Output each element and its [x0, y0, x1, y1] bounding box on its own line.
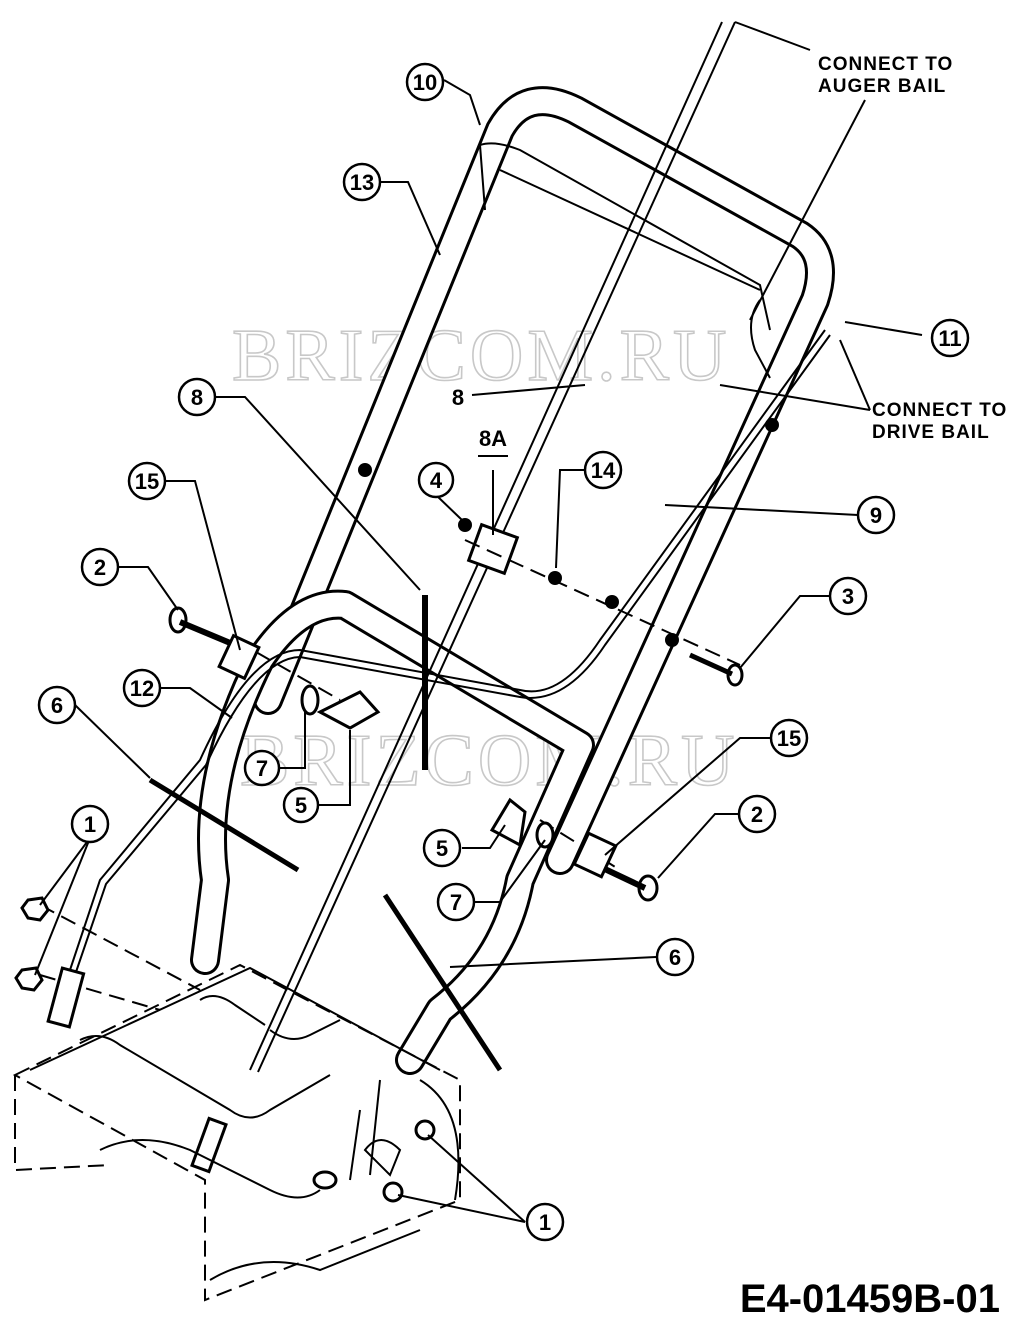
callout-15-left: 15 [127, 461, 167, 501]
svg-text:13: 13 [350, 170, 374, 195]
drive-cable [69, 329, 826, 971]
callout-9: 9 [856, 495, 896, 535]
drawing-code: E4-01459B-01 [740, 1277, 1000, 1321]
leader-lines [34, 21, 923, 1223]
svg-text:11: 11 [938, 326, 961, 351]
frame-housing [12, 963, 461, 1302]
spacer-right [572, 831, 618, 879]
svg-text:15: 15 [777, 726, 801, 751]
svg-text:2: 2 [751, 802, 763, 827]
svg-text:DRIVE BAIL: DRIVE BAIL [872, 422, 990, 443]
callout-15-right: 15 [769, 718, 809, 758]
svg-text:4: 4 [430, 468, 443, 493]
callout-5-left: 5 [282, 786, 320, 824]
watermark-top: BRIZCOM.RU [232, 315, 730, 397]
callout-5-right: 5 [422, 828, 462, 868]
callout-13: 13 [342, 162, 382, 202]
callout-3: 3 [828, 576, 868, 616]
svg-text:8: 8 [191, 385, 203, 410]
svg-text:1: 1 [539, 1210, 551, 1235]
note-auger-bail: CONNECT TO AUGER BAIL [818, 54, 953, 97]
lower-handle [190, 589, 595, 1075]
handle-knob-left [300, 684, 381, 730]
nut-14 [548, 571, 562, 585]
svg-text:1: 1 [84, 812, 96, 837]
callout-12: 12 [122, 668, 162, 708]
cable-guide-8a [466, 522, 520, 576]
note-drive-bail: CONNECT TO DRIVE BAIL [872, 400, 1007, 443]
svg-text:9: 9 [870, 503, 882, 528]
svg-text:CONNECT TO: CONNECT TO [818, 54, 953, 75]
svg-text:8: 8 [452, 385, 464, 410]
svg-text:5: 5 [436, 836, 448, 861]
auger-bail-rod [479, 142, 771, 331]
svg-text:7: 7 [256, 756, 268, 781]
svg-text:AUGER BAIL: AUGER BAIL [818, 76, 946, 97]
svg-text:6: 6 [669, 945, 681, 970]
callout-8-cable: 8 [452, 385, 464, 410]
nut-4 [458, 518, 472, 532]
svg-text:10: 10 [413, 70, 437, 95]
callout-2-left: 2 [80, 547, 120, 587]
upper-handle [253, 86, 835, 875]
callout-8a: 8A [478, 426, 508, 457]
carriage-bolt-left [168, 606, 237, 648]
callout-11: 11 [930, 318, 970, 358]
callout-7-left: 7 [243, 749, 281, 787]
callout-2-right: 2 [737, 794, 777, 834]
svg-text:CONNECT TO: CONNECT TO [872, 400, 1007, 421]
svg-text:6: 6 [51, 693, 63, 718]
callout-8-top: 8 [177, 377, 217, 417]
svg-text:14: 14 [591, 458, 616, 483]
svg-text:3: 3 [842, 584, 854, 609]
callout-10: 10 [405, 62, 445, 102]
callouts: 10 13 11 8 8 8A 4 14 15 9 2 3 12 6 15 [37, 62, 970, 1242]
svg-text:15: 15 [135, 469, 159, 494]
callout-4: 4 [417, 461, 455, 499]
svg-text:8A: 8A [479, 426, 507, 451]
svg-text:2: 2 [94, 555, 106, 580]
callout-6-right: 6 [655, 937, 695, 977]
callout-1-left: 1 [70, 804, 110, 844]
hex-bolts-right [382, 1119, 436, 1203]
watermark-bottom: BRIZCOM.RU [240, 720, 738, 802]
callout-1-right: 1 [525, 1202, 565, 1242]
svg-text:12: 12 [130, 676, 154, 701]
cable-tie-right [382, 893, 503, 1072]
svg-text:7: 7 [450, 890, 462, 915]
bolt-3 [688, 652, 744, 687]
callout-6-left: 6 [37, 685, 77, 725]
svg-text:5: 5 [295, 793, 307, 818]
callout-14: 14 [583, 450, 623, 490]
callout-7-right: 7 [436, 882, 476, 922]
spacer-left [217, 633, 261, 681]
cable-tie-left [148, 777, 300, 873]
